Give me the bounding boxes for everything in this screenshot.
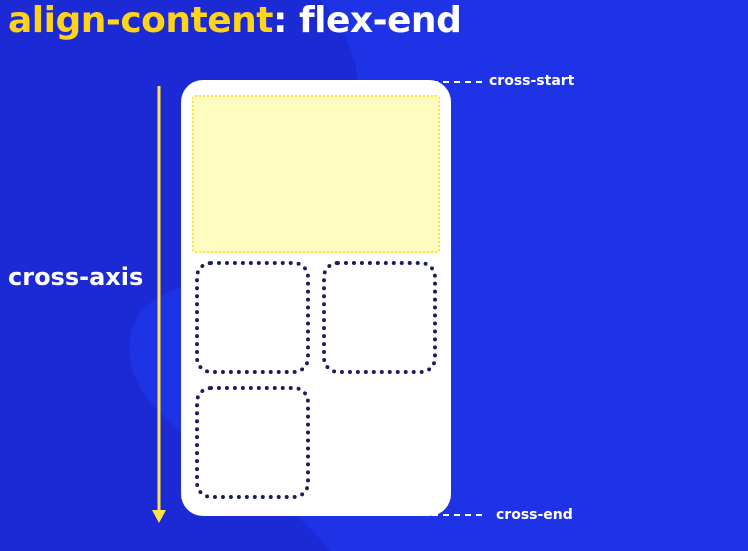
- cross-start-label: cross-start: [489, 73, 575, 89]
- cross-axis-label: cross-axis: [8, 263, 144, 291]
- free-space-highlight: [192, 95, 440, 253]
- page-title: align-content: flex-end: [8, 0, 462, 41]
- cross-start-line: [432, 81, 482, 83]
- cross-end-label: cross-end: [496, 507, 573, 523]
- flex-item-1: [195, 261, 310, 374]
- flex-container: [181, 80, 451, 516]
- flex-item-3: [195, 386, 310, 499]
- title-property: align-content: [8, 0, 273, 41]
- flex-item-2: [322, 261, 437, 374]
- title-colon: :: [272, 0, 287, 41]
- cross-axis-arrow: [152, 86, 166, 523]
- title-value: flex-end: [298, 0, 462, 41]
- cross-end-line: [432, 514, 482, 516]
